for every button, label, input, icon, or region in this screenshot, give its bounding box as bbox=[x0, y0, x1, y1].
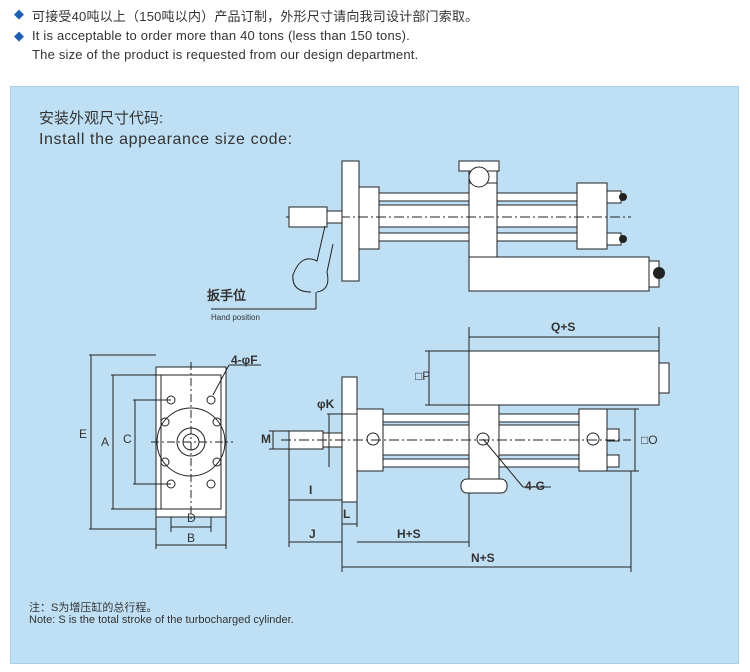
diagram-panel: 安装外观尺寸代码: Install the appearance size co… bbox=[10, 86, 739, 664]
dim-label-b: B bbox=[187, 531, 196, 545]
dim-label-qs: Q+S bbox=[551, 320, 576, 334]
dim-label-o: □O bbox=[641, 433, 658, 447]
note-en: Note: S is the total stroke of the turbo… bbox=[29, 614, 294, 626]
header-line-cn: 可接受40吨以上（150吨以内）产品订制，外形尺寸请向我司设计部门索取。 bbox=[32, 9, 479, 24]
dim-label-j: J bbox=[309, 527, 316, 541]
dim-label-g: 4-G bbox=[525, 479, 546, 493]
dim-label-a: A bbox=[101, 435, 110, 449]
header-line-en: It is acceptable to order more than 40 t… bbox=[32, 28, 410, 43]
dim-label-l: L bbox=[343, 507, 351, 521]
dim-label-f: 4-φF bbox=[231, 353, 258, 367]
dim-label-p: □P bbox=[415, 369, 431, 383]
bullet-diamond-icon: ◆ bbox=[14, 28, 24, 43]
dim-label-m: M bbox=[261, 432, 271, 446]
note-cn: 注：S为增压缸的总行程。 bbox=[29, 602, 158, 614]
dim-label-hs: H+S bbox=[397, 527, 421, 541]
dim-label-e: E bbox=[79, 427, 88, 441]
dim-label-k: φK bbox=[317, 397, 335, 411]
dim-label-i: I bbox=[309, 483, 313, 497]
diagram-title-en: Install the appearance size code: bbox=[39, 131, 293, 148]
hand-position-label-cn: 扳手位 bbox=[207, 288, 247, 303]
hand-position-label-en: Hand position bbox=[211, 313, 260, 322]
dim-label-c: C bbox=[123, 432, 132, 446]
bullet-diamond-icon: ◆ bbox=[14, 6, 24, 21]
diagram-title-cn: 安装外观尺寸代码: bbox=[39, 110, 164, 127]
technical-drawing bbox=[89, 160, 670, 572]
dim-label-d: D bbox=[187, 511, 196, 525]
header-line-en-2: The size of the product is requested fro… bbox=[32, 47, 419, 62]
dim-label-ns: N+S bbox=[471, 551, 495, 565]
